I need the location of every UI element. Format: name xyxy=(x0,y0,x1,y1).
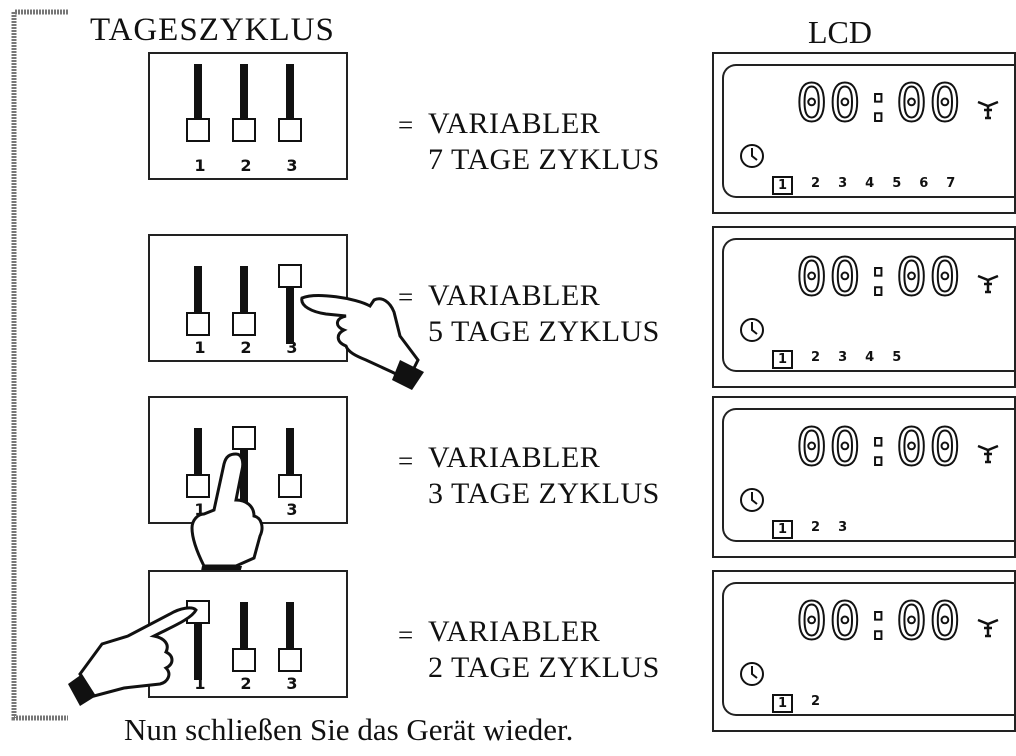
equals-sign: = xyxy=(398,282,414,312)
switch-number: 3 xyxy=(286,674,298,693)
switch-2[interactable]: 2 xyxy=(230,64,260,175)
pointing-hand-icon xyxy=(300,294,424,390)
day-indicator: 5 xyxy=(892,176,902,191)
clock-icon xyxy=(740,488,764,512)
section-title: TAGESZYKLUS xyxy=(90,12,335,48)
switch-number: 2 xyxy=(240,156,252,175)
day-indicator: 2 xyxy=(811,520,821,535)
equals-sign: = xyxy=(398,110,414,140)
day-indicators: 1 2 3 4 5 6 7 xyxy=(772,176,955,195)
lcd-time: 00:00 xyxy=(795,418,963,478)
day-indicator: 4 xyxy=(865,350,875,365)
switch-number: 2 xyxy=(240,338,252,357)
lcd-time: 00:00 xyxy=(795,74,963,134)
switch-3[interactable]: 3 xyxy=(276,408,306,519)
lcd-title: LCD xyxy=(808,14,872,50)
day-indicators: 1 2 xyxy=(772,694,820,713)
desc-line-2: 3 TAGE ZYKLUS xyxy=(428,477,660,510)
sprinkler-icon xyxy=(977,274,999,294)
desc-line-2: 5 TAGE ZYKLUS xyxy=(428,315,660,348)
day-indicator: 4 xyxy=(865,176,875,191)
switch-1[interactable]: 1 xyxy=(184,246,214,357)
switch-number: 1 xyxy=(194,338,206,357)
switch-number: 2 xyxy=(240,674,252,693)
switch-panel-2-day: 1 2 3 xyxy=(148,570,348,698)
lcd-display: 00:00 1 2 3 4 5 6 7 xyxy=(712,52,1016,214)
day-indicators: 1 2 3 xyxy=(772,520,847,539)
lcd-time: 00:00 xyxy=(795,592,963,652)
desc-line-1: VARIABLER xyxy=(428,107,601,140)
desc-line-1: VARIABLER xyxy=(428,441,601,474)
cycle-description: VARIABLER 7 TAGE ZYKLUS xyxy=(428,106,660,178)
section-bracket xyxy=(11,9,68,721)
cycle-description: VARIABLER 2 TAGE ZYKLUS xyxy=(428,614,660,686)
day-indicator: 1 xyxy=(772,176,794,195)
pointing-hand-icon xyxy=(68,606,198,706)
lcd-display: 00:00 1 2 3 xyxy=(712,396,1016,558)
pointing-hand-icon xyxy=(190,452,264,588)
clock-icon xyxy=(740,144,764,168)
switch-number: 1 xyxy=(194,156,206,175)
lcd-display: 00:00 1 2 xyxy=(712,570,1016,732)
switch-number: 3 xyxy=(286,500,298,519)
switch-number: 3 xyxy=(286,156,298,175)
switch-2[interactable]: 2 xyxy=(230,582,260,693)
sprinkler-icon xyxy=(977,618,999,638)
day-indicator: 3 xyxy=(838,350,848,365)
switch-number: 1 xyxy=(194,500,206,519)
day-indicator: 1 xyxy=(772,520,794,539)
switch-1[interactable]: 1 xyxy=(184,408,214,519)
desc-line-1: VARIABLER xyxy=(428,615,601,648)
switch-1[interactable]: 1 xyxy=(184,64,214,175)
day-indicator: 3 xyxy=(838,176,848,191)
day-indicator: 2 xyxy=(811,350,821,365)
switch-number: 1 xyxy=(194,674,206,693)
lcd-time: 00:00 xyxy=(795,248,963,308)
switch-3[interactable]: 3 xyxy=(276,246,306,357)
day-indicator: 7 xyxy=(946,176,956,191)
switch-3[interactable]: 3 xyxy=(276,64,306,175)
lcd-display: 00:00 1 2 3 4 5 xyxy=(712,226,1016,388)
footer-instruction: Nun schließen Sie das Gerät wieder. xyxy=(124,712,574,747)
sprinkler-icon xyxy=(977,444,999,464)
switch-2[interactable]: 2 xyxy=(230,246,260,357)
switch-number: 3 xyxy=(286,338,298,357)
desc-line-1: VARIABLER xyxy=(428,279,601,312)
day-indicator: 6 xyxy=(919,176,929,191)
clock-icon xyxy=(740,662,764,686)
desc-line-2: 2 TAGE ZYKLUS xyxy=(428,651,660,684)
day-indicator: 3 xyxy=(838,520,848,535)
desc-line-2: 7 TAGE ZYKLUS xyxy=(428,143,660,176)
sprinkler-icon xyxy=(977,100,999,120)
day-indicators: 1 2 3 4 5 xyxy=(772,350,901,369)
day-indicator: 1 xyxy=(772,350,794,369)
day-indicator: 2 xyxy=(811,694,821,709)
switch-3[interactable]: 3 xyxy=(276,582,306,693)
equals-sign: = xyxy=(398,620,414,650)
day-indicator: 2 xyxy=(811,176,821,191)
day-indicator: 1 xyxy=(772,694,794,713)
equals-sign: = xyxy=(398,446,414,476)
cycle-description: VARIABLER 5 TAGE ZYKLUS xyxy=(428,278,660,350)
clock-icon xyxy=(740,318,764,342)
switch-panel-7-day: 1 2 3 xyxy=(148,52,348,180)
cycle-description: VARIABLER 3 TAGE ZYKLUS xyxy=(428,440,660,512)
day-indicator: 5 xyxy=(892,350,902,365)
